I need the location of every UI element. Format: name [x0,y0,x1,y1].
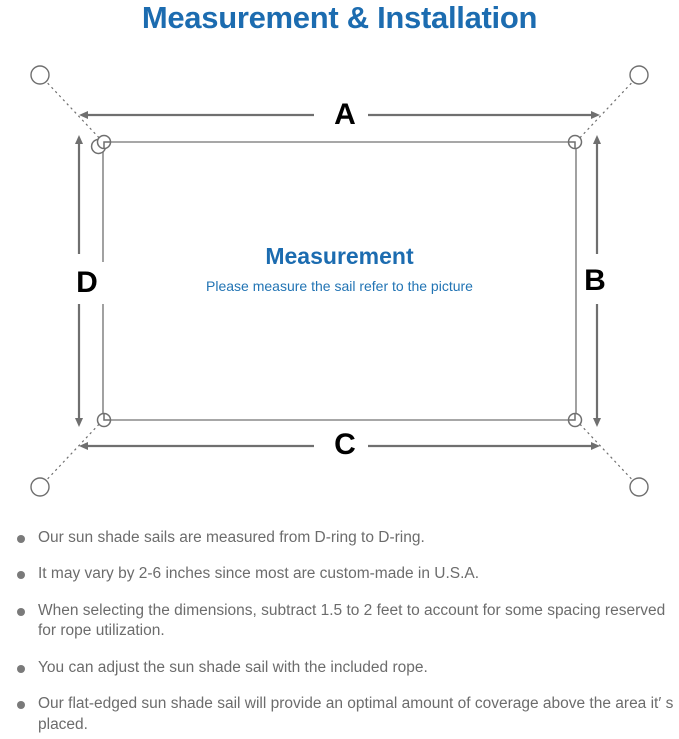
rope-line-bottom-left [39,419,104,488]
anchor-ring-icon-top-right [629,65,649,85]
note-text: When selecting the dimensions, subtract … [38,601,666,640]
list-item: Our sun shade sails are measured from D-… [10,528,676,548]
measurement-heading: Measurement [265,243,414,269]
anchor-ring-icon-top-left [30,65,50,85]
d-ring-tail-top-right [569,141,576,148]
diagram-canvas [30,65,649,497]
anchor-rings [30,65,649,497]
measurement-diagram [0,46,679,516]
list-item: It may vary by 2-6 inches since most are… [10,564,676,584]
dimension-label-b: B [578,260,612,302]
bullet-icon [17,535,25,543]
rope-line-top-left [39,74,104,143]
rope-line-top-right [575,74,640,143]
note-text: Our sun shade sails are measured from D-… [38,529,425,546]
page-title: Measurement & Installation [141,0,538,35]
corner-d-rings [90,134,583,428]
bullet-icon [17,571,25,580]
d-ring-tail-bottom-right [569,414,576,421]
measurement-subtext: Please measure the sail refer to the pic… [206,278,473,294]
dimension-label-a: A [322,98,368,132]
d-ring-tail-top-left [103,141,110,148]
note-text: You can adjust the sun shade sail with t… [38,658,428,676]
dimension-label-c: C [322,428,368,462]
bullet-icon [17,701,25,710]
dimension-label-d: D [70,262,104,304]
list-item: Our flat-edged sun shade sail will provi… [10,694,676,735]
note-text: Our flat-edged sun shade sail will provi… [38,695,674,733]
anchor-ring-icon-bottom-right [629,477,649,497]
note-text: It may vary by 2-6 inches since most are… [38,565,480,583]
bullet-icon [17,607,25,616]
notes-list: Our sun shade sails are measured from D-… [10,528,676,735]
anchor-ring-icon-bottom-left [30,477,50,497]
rope-line-bottom-right [575,419,640,488]
list-item: When selecting the dimensions, subtract … [10,601,676,642]
d-ring-tails [103,141,576,421]
list-item: You can adjust the sun shade sail with t… [10,658,676,678]
rope-lines [39,74,640,488]
d-ring-tail-bottom-left [103,414,110,421]
bullet-icon [17,664,25,673]
